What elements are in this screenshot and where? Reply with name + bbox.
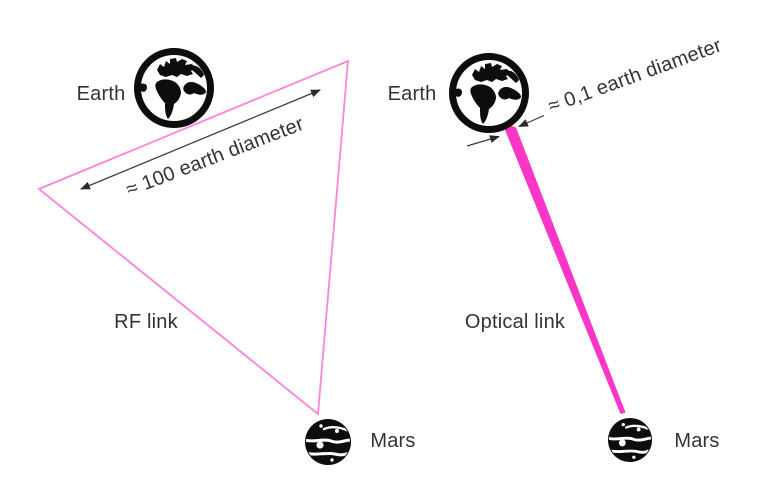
- optical-beam: [502, 122, 626, 414]
- mars-label-right: Mars: [674, 430, 720, 452]
- mars-planet-icon: [305, 419, 351, 465]
- earth-globe-icon: [138, 52, 211, 125]
- earth-label-right: Earth: [387, 83, 437, 105]
- rf-link-label: RF link: [114, 311, 178, 333]
- mars-planet-icon: [608, 418, 652, 462]
- earth-label-left: Earth: [76, 83, 126, 105]
- earth-globe-icon: [453, 57, 526, 130]
- mars-label-left: Mars: [370, 430, 416, 452]
- beam-width-arrow-right-icon: [518, 114, 545, 128]
- optical-link-label: Optical link: [464, 311, 566, 333]
- beam-width-arrow-left-icon: [466, 135, 500, 147]
- distance-arrow-icon: [80, 89, 321, 190]
